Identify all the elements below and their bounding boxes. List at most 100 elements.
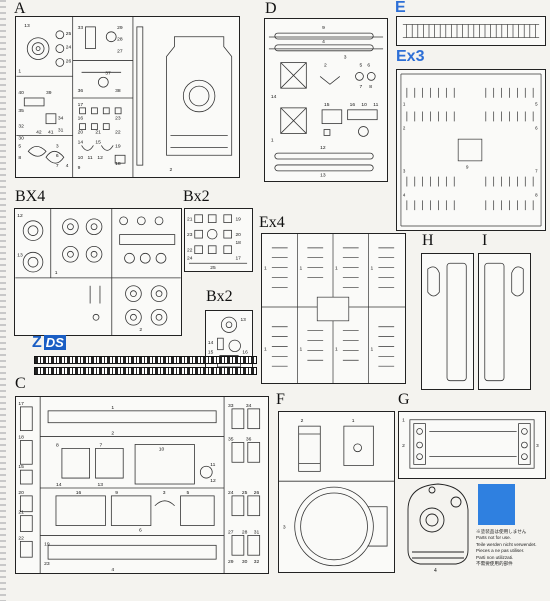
svg-text:15: 15	[18, 464, 24, 470]
svg-text:16: 16	[78, 116, 84, 122]
svg-text:12: 12	[97, 155, 103, 161]
svg-text:1: 1	[335, 346, 338, 352]
svg-text:1: 1	[370, 266, 373, 272]
svg-text:24: 24	[187, 255, 193, 261]
svg-text:7: 7	[56, 163, 59, 169]
svg-text:15: 15	[95, 139, 101, 145]
svg-text:17: 17	[78, 102, 84, 108]
svg-text:13: 13	[241, 317, 247, 323]
svg-text:16: 16	[242, 350, 248, 356]
sprue-bx2-small: 1314151611	[205, 310, 253, 375]
svg-text:19: 19	[235, 217, 241, 223]
svg-text:3: 3	[56, 143, 59, 149]
svg-text:13: 13	[320, 173, 326, 179]
svg-text:6: 6	[139, 527, 142, 533]
svg-text:13: 13	[98, 482, 104, 488]
svg-text:2: 2	[301, 418, 304, 424]
logo-mark: DS	[43, 335, 66, 350]
logo-letter: Z	[32, 334, 42, 351]
svg-text:20: 20	[18, 490, 24, 496]
svg-text:1: 1	[55, 270, 58, 276]
notice-line: 不需要使用的部件	[476, 561, 513, 567]
svg-text:2: 2	[111, 431, 114, 437]
notice-line: ※塗装品は使用しません	[476, 529, 527, 534]
svg-text:9: 9	[115, 490, 118, 496]
notice-line: Parti non utilizzati.	[476, 554, 514, 560]
svg-text:3: 3	[536, 443, 539, 449]
svg-text:35: 35	[228, 437, 234, 443]
svg-text:17: 17	[235, 255, 241, 261]
svg-text:29: 29	[117, 25, 123, 31]
sprue-i	[478, 253, 531, 390]
svg-text:1: 1	[403, 102, 406, 107]
svg-text:1: 1	[299, 346, 302, 352]
svg-text:3: 3	[283, 524, 286, 530]
sprue-e-parts	[402, 24, 540, 38]
svg-text:8: 8	[18, 155, 21, 161]
unused-parts-swatch	[478, 484, 515, 525]
svg-text:1: 1	[370, 346, 373, 352]
svg-text:2: 2	[403, 125, 406, 130]
svg-text:5: 5	[18, 143, 21, 149]
svg-text:22: 22	[18, 535, 24, 541]
sprue-label-ex4: Ex4	[259, 214, 285, 231]
svg-text:8: 8	[369, 84, 372, 90]
svg-text:36: 36	[78, 88, 84, 94]
svg-text:36: 36	[246, 437, 252, 443]
svg-text:1: 1	[18, 68, 21, 74]
svg-text:35: 35	[18, 108, 24, 114]
svg-text:14: 14	[78, 139, 84, 145]
svg-text:5: 5	[186, 490, 189, 496]
svg-text:4: 4	[403, 192, 406, 197]
svg-text:13: 13	[17, 252, 23, 258]
svg-text:21: 21	[187, 217, 193, 223]
svg-text:14: 14	[56, 482, 62, 488]
svg-text:37: 37	[105, 70, 111, 76]
notice-line: Pieces a ne pas utiliser.	[476, 548, 525, 554]
sprue-h	[421, 253, 474, 390]
svg-text:28: 28	[117, 37, 123, 43]
svg-text:23: 23	[44, 561, 50, 567]
svg-text:16: 16	[350, 102, 356, 108]
svg-text:1: 1	[299, 266, 302, 272]
svg-text:34: 34	[246, 403, 252, 409]
svg-text:2: 2	[402, 443, 405, 449]
svg-text:30: 30	[242, 559, 248, 565]
svg-text:16: 16	[76, 490, 82, 496]
svg-text:32: 32	[254, 559, 260, 565]
svg-text:2: 2	[169, 167, 172, 173]
sprue-label-bx2-top: Bx2	[183, 188, 210, 205]
svg-text:8: 8	[56, 442, 59, 448]
svg-text:4: 4	[111, 567, 114, 573]
svg-text:26: 26	[254, 490, 260, 496]
svg-text:38: 38	[115, 88, 121, 94]
svg-text:14: 14	[271, 94, 277, 100]
svg-text:31: 31	[254, 529, 260, 535]
svg-text:17: 17	[18, 401, 24, 407]
svg-text:7: 7	[359, 84, 362, 90]
svg-text:20: 20	[235, 232, 241, 238]
svg-text:18: 18	[18, 435, 24, 441]
svg-text:2: 2	[139, 327, 142, 333]
svg-text:30: 30	[18, 135, 24, 141]
svg-text:11: 11	[210, 462, 215, 468]
svg-text:24: 24	[228, 490, 234, 496]
sprue-bx2-small-parts: 1314151611	[208, 316, 248, 374]
svg-text:23: 23	[187, 232, 193, 238]
svg-text:22: 22	[115, 130, 121, 136]
svg-text:21: 21	[18, 510, 24, 516]
svg-text:1: 1	[111, 405, 114, 411]
svg-text:27: 27	[117, 49, 123, 55]
svg-text:6: 6	[535, 125, 538, 130]
svg-text:1: 1	[402, 418, 405, 424]
sprue-label-ex3: Ex3	[396, 48, 425, 65]
sprue-label-bx4: BX4	[15, 188, 46, 205]
svg-text:9: 9	[322, 25, 325, 31]
